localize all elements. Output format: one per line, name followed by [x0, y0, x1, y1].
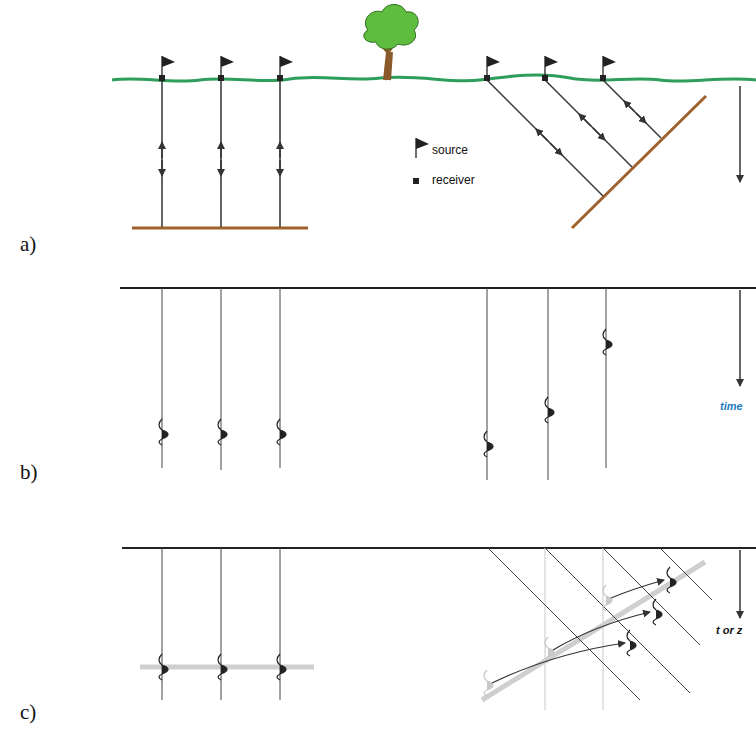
source-symbol	[416, 138, 429, 158]
panel-letter: c)	[20, 700, 36, 725]
panel-letter: b)	[20, 460, 38, 485]
receiver-symbol	[413, 178, 419, 184]
legend-text: receiver	[432, 173, 475, 187]
axis-label: time	[720, 400, 743, 412]
panel-letter: a)	[20, 232, 36, 257]
axis-label: t or z	[716, 624, 742, 636]
legend-text: source	[432, 143, 468, 157]
